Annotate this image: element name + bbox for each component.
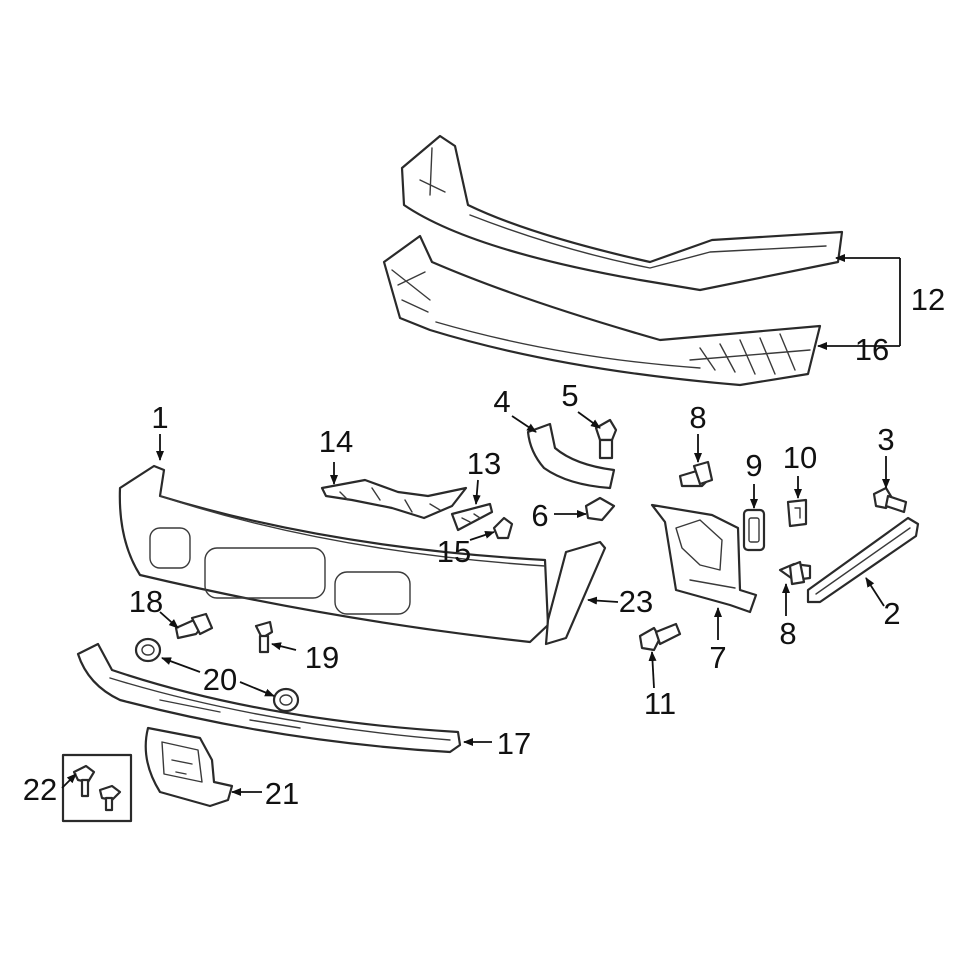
part-20-grommet-left — [134, 637, 162, 663]
leader-lines — [61, 254, 901, 796]
part-13-bracket — [450, 502, 494, 532]
callout-8-upper: 8 — [689, 400, 706, 435]
callout-21: 21 — [265, 776, 299, 811]
callout-19: 19 — [305, 640, 339, 675]
part-7-mounting-bracket — [650, 503, 758, 614]
part-20-grommet-right — [272, 687, 300, 713]
part-4-trim-strip — [526, 422, 616, 490]
part-8-bolt-upper — [678, 460, 714, 488]
callout-17: 17 — [497, 726, 531, 761]
callout-2: 2 — [883, 596, 900, 631]
callout-7: 7 — [709, 640, 726, 675]
callout-14: 14 — [319, 424, 353, 459]
part-16-bumper-absorber — [382, 234, 822, 387]
part-1-front-bumper — [118, 464, 550, 644]
callout-9: 9 — [745, 448, 762, 483]
callout-11: 11 — [644, 686, 676, 721]
part-19-clip — [254, 620, 274, 654]
callout-6: 6 — [531, 498, 548, 533]
callout-20: 20 — [203, 662, 237, 697]
callout-12: 12 — [911, 282, 945, 317]
part-3-bolt — [872, 486, 908, 514]
callout-15: 15 — [437, 534, 471, 569]
part-23-filler — [544, 540, 607, 646]
callout-10: 10 — [783, 440, 817, 475]
part-18-bolt — [174, 612, 214, 640]
part-8-bolt-lower — [778, 560, 812, 586]
callout-8-lower: 8 — [779, 616, 796, 651]
callout-labels: 1 2 3 4 5 6 7 8 8 9 10 11 12 13 14 15 16… — [23, 282, 945, 811]
part-9-retainer — [742, 508, 766, 552]
part-17-lower-valance — [76, 642, 462, 754]
callout-1: 1 — [151, 400, 168, 435]
callout-16: 16 — [855, 332, 889, 367]
part-21-license-bracket — [144, 726, 234, 808]
callout-23: 23 — [619, 584, 653, 619]
part-22-fastener-kit — [61, 753, 133, 823]
callout-13: 13 — [467, 446, 501, 481]
part-12-upper-bumper-cover — [400, 134, 844, 292]
callout-22: 22 — [23, 772, 57, 807]
part-2-trim-molding — [806, 516, 920, 604]
part-14-bracket — [320, 478, 468, 520]
part-11-bolt — [638, 622, 682, 652]
callout-18: 18 — [129, 584, 163, 619]
part-15-clip — [492, 516, 514, 540]
callout-5: 5 — [561, 378, 578, 413]
part-6-clip — [584, 496, 616, 522]
part-10-clip — [786, 498, 808, 528]
callout-3: 3 — [877, 422, 894, 457]
part-5-bolt — [594, 418, 618, 460]
callout-4: 4 — [493, 384, 510, 419]
